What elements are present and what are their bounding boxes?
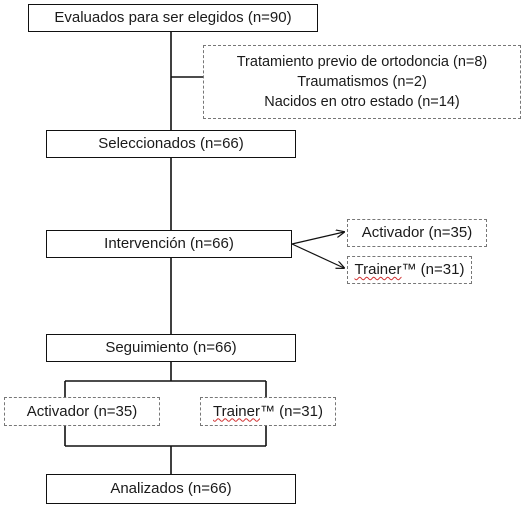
intervention-trainer-word: Trainer xyxy=(354,261,402,278)
intervention-activator-label: Activador (n=35) xyxy=(361,224,473,241)
selected-box: Seleccionados (n=66) xyxy=(46,130,296,158)
evaluated-box: Evaluados para ser elegidos (n=90) xyxy=(28,4,318,32)
followup-activator-label: Activador (n=35) xyxy=(26,402,138,420)
followup-box: Seguimiento (n=66) xyxy=(46,334,296,362)
arrow-to-activator xyxy=(291,232,344,245)
followup-label: Seguimiento (n=66) xyxy=(105,339,237,356)
followup-trainer-box: Trainer™ (n=31) xyxy=(200,397,336,426)
analyzed-label: Analizados (n=66) xyxy=(110,480,232,497)
followup-trainer-word: Trainer xyxy=(213,402,260,420)
intervention-box: Intervención (n=66) xyxy=(46,230,292,258)
intervention-label: Intervención (n=66) xyxy=(104,235,234,252)
selected-label: Seleccionados (n=66) xyxy=(98,135,244,152)
exclusion-box: Tratamiento previo de ortodoncia (n=8) T… xyxy=(203,45,521,119)
evaluated-label: Evaluados para ser elegidos (n=90) xyxy=(54,9,292,26)
arrow-to-trainer xyxy=(291,243,344,268)
exclusion-item-trauma: Traumatismos (n=2) xyxy=(297,74,427,90)
intervention-activator-box: Activador (n=35) xyxy=(347,219,487,247)
followup-trainer-count: ™ (n=31) xyxy=(260,402,323,420)
exclusion-item-other-state: Nacidos en otro estado (n=14) xyxy=(264,94,460,110)
analyzed-box: Analizados (n=66) xyxy=(46,474,296,504)
followup-trainer-label: Trainer™ (n=31) xyxy=(213,403,323,421)
intervention-trainer-box: Trainer™ (n=31) xyxy=(347,256,472,284)
intervention-trainer-label: Trainer™ (n=31) xyxy=(355,261,465,279)
intervention-trainer-count: ™ (n=31) xyxy=(401,261,465,278)
exclusion-item-orthodontics: Tratamiento previo de ortodoncia (n=8) xyxy=(236,54,488,70)
followup-activator-box: Activador (n=35) xyxy=(4,397,160,426)
